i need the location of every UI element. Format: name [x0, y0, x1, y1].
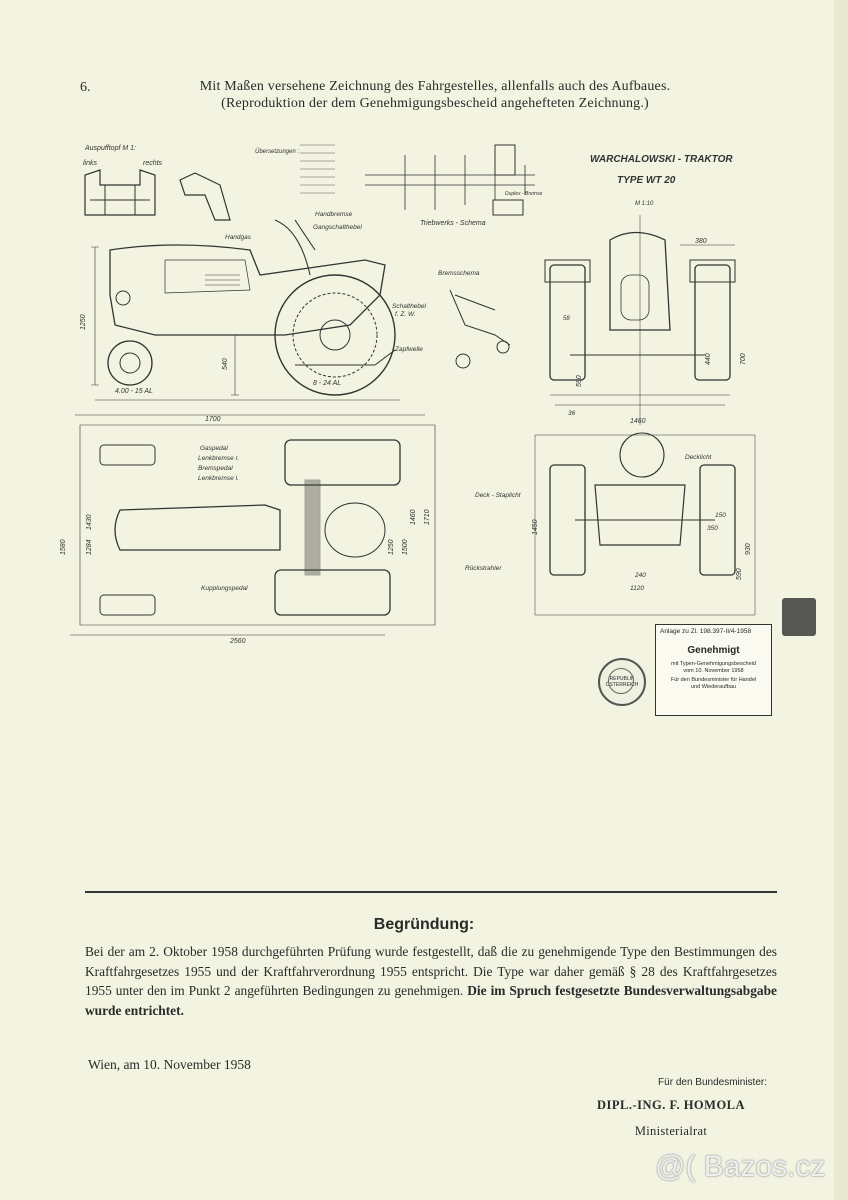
- label-tire-rear: 8 - 24 AL: [313, 380, 341, 387]
- label-lenkbremse-r: Lenkbremse r.: [198, 455, 239, 462]
- drawing-title: WARCHALOWSKI - TRAKTOR: [590, 154, 733, 165]
- page-heading: Mit Maßen versehene Zeichnung des Fahrge…: [165, 78, 705, 112]
- stamp-und: und Wiederaufbau: [691, 684, 736, 690]
- begruendung-paragraph: Bei der am 2. Oktober 1958 durchgeführte…: [85, 944, 777, 998]
- label-ubersetzungen: Übersetzungen :: [255, 148, 299, 155]
- label-zapfwelle: Zapfwelle: [394, 346, 423, 353]
- dim-1460b: 1460: [410, 509, 417, 525]
- drawing-type: TYPE WT 20: [617, 175, 676, 186]
- dim-540: 540: [222, 358, 229, 370]
- corner-stamp: [782, 598, 816, 636]
- label-tire-front: 4.00 - 15 AL: [115, 388, 153, 395]
- approval-stamp: Anlage zu Zl. 198.397-II/4-1958 Genehmig…: [655, 624, 772, 716]
- seal-text: REPUBLIK ÖSTERREICH: [605, 676, 639, 688]
- signature-name: DIPL.-ING. F. HOMOLA: [596, 1098, 746, 1112]
- drivetrain-schema: Triebwerks - Schema Duplex - Bremse: [365, 144, 542, 227]
- dim-380: 380: [695, 238, 707, 245]
- dim-1580: 1580: [60, 539, 67, 555]
- dim-590b: 590: [736, 568, 743, 580]
- label-bremspedal: Bremspedal: [198, 465, 233, 472]
- label-duplex: Duplex - Bremse: [505, 191, 542, 197]
- label-triebwerk: Triebwerks - Schema: [420, 220, 486, 227]
- gear-ratio-table: Übersetzungen :: [255, 144, 335, 194]
- label-auspufftopf: Auspufftopf M 1:: [84, 145, 136, 152]
- dim-1450: 1450: [532, 519, 539, 535]
- dim-440: 440: [705, 353, 712, 365]
- stamp-mit: mit Typen-Genehmigungsbescheid: [671, 661, 756, 667]
- official-seal: REPUBLIK ÖSTERREICH: [598, 658, 646, 706]
- dim-1700: 1700: [205, 416, 221, 423]
- stamp-genehmigt: Genehmigt: [687, 645, 740, 656]
- dim-2560: 2560: [229, 638, 246, 645]
- tractor-technical-drawing: Auspufftopf M 1: links rechts Übersetzun…: [60, 144, 756, 645]
- label-decklicht: Decklicht: [685, 454, 713, 461]
- page-edge: [834, 0, 848, 1200]
- stamp-fuer: Für den Bundesminister für Handel: [670, 677, 757, 683]
- exhaust-sketch: Auspufftopf M 1: links rechts: [83, 145, 231, 221]
- label-handgas: Handgas: [225, 234, 252, 241]
- dim-1500: 1500: [402, 539, 409, 555]
- label-ruckstrahler: Rückstrahler: [465, 565, 502, 572]
- dim-1430: 1430: [86, 514, 93, 530]
- stamp-anlage: Anlage zu Zl. 198.397-II/4-1958: [660, 628, 752, 635]
- heading-line-2: (Reproduktion der dem Genehmigungsbesche…: [221, 96, 649, 111]
- page-number: 6.: [80, 80, 91, 95]
- drawing-title-block: WARCHALOWSKI - TRAKTOR TYPE WT 20 M 1:10: [590, 154, 733, 207]
- dim-36: 36: [568, 410, 576, 417]
- stamp-vom: vom 10. November 1958: [683, 668, 744, 674]
- dim-1710: 1710: [424, 509, 431, 525]
- dim-240: 240: [634, 572, 646, 579]
- signature-for: Für den Bundesminister:: [658, 1077, 767, 1088]
- dim-350: 350: [707, 525, 718, 532]
- side-view: Handbremse Gangschalthebel Handgas Schal…: [80, 211, 427, 401]
- top-view: 1700 2560 1580 1430 1284 1460 1710 1500 …: [60, 414, 436, 645]
- label-rechts: rechts: [143, 160, 163, 167]
- section-divider: [85, 891, 777, 893]
- drawing-scale: M 1:10: [635, 201, 654, 207]
- dim-150: 150: [715, 512, 726, 519]
- dim-590: 590: [576, 375, 583, 387]
- label-gangschalthebel: Gangschalthebel: [313, 224, 362, 231]
- front-view: 380 58 440 700 590 36 1460: [544, 215, 747, 425]
- begruendung-fee-note: Die im Spruch festgesetzte Bundesverwalt…: [85, 983, 778, 1018]
- rear-view: Deck - Staplicht Decklicht Rückstrahler …: [465, 432, 756, 616]
- label-schalthebel: Schalthebel: [392, 303, 427, 310]
- begruendung-title: Begründung:: [373, 916, 475, 933]
- label-deck-staplicht: Deck - Staplicht: [475, 492, 522, 499]
- begruendung-body: Bei der am 2. Oktober 1958 durchgeführte…: [85, 942, 777, 1020]
- label-kupplungspedal: Kupplungspedal: [201, 585, 248, 592]
- dim-1460: 1460: [630, 418, 646, 425]
- heading-line-1: Mit Maßen versehene Zeichnung des Fahrge…: [199, 79, 671, 94]
- dim-700: 700: [740, 353, 747, 365]
- dim-1250b: 1250: [388, 539, 395, 555]
- dim-58: 58: [563, 316, 570, 322]
- label-links: links: [83, 160, 98, 167]
- stamp-details: mit Typen-Genehmigungsbescheid vom 10. N…: [660, 661, 767, 675]
- stamp-authority: Für den Bundesminister für Handel und Wi…: [660, 677, 767, 691]
- label-gaspedal: Gaspedal: [200, 445, 228, 452]
- place-date: Wien, am 10. November 1958: [88, 1057, 251, 1072]
- label-lenkbremse-l: Lenkbremse l.: [198, 475, 239, 482]
- dim-930: 930: [745, 543, 752, 555]
- label-bremsschema: Bremsschema: [438, 270, 480, 277]
- dim-1250: 1250: [80, 314, 87, 330]
- brake-schema: Bremsschema: [438, 270, 511, 369]
- signature-title: Ministerialrat: [634, 1124, 708, 1138]
- dim-1284: 1284: [86, 539, 93, 555]
- label-fzw: f. Z. W.: [395, 311, 416, 318]
- dim-1120: 1120: [630, 585, 644, 592]
- label-handbremse: Handbremse: [315, 211, 353, 218]
- bazos-watermark: @( Bazos.cz: [655, 1150, 826, 1183]
